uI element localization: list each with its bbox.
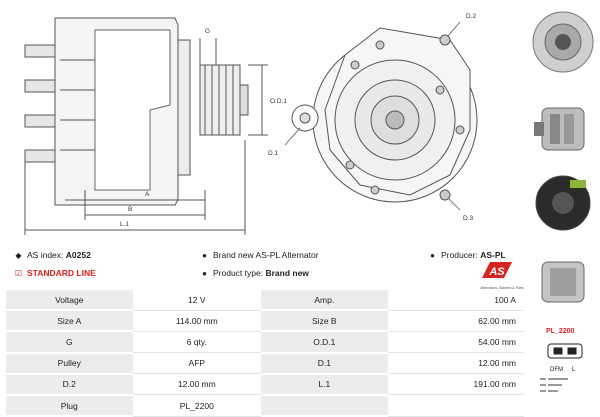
product-type-label: Product type:	[213, 268, 264, 278]
spec-value: 191.00 mm	[387, 373, 524, 396]
spec-label: Size A	[6, 310, 133, 333]
technical-drawing: D.2 D.1 D.3 G O.D.1 A B L.1	[24, 13, 478, 235]
plug-code: PL_2200	[546, 328, 575, 335]
plug-legend-placeholder	[540, 378, 568, 392]
info-icon: ●	[202, 269, 207, 278]
standard-line: ☑ STANDARD LINE	[14, 268, 96, 278]
standard-line-text: STANDARD LINE	[27, 268, 96, 278]
spec-value: PL_2200	[132, 394, 262, 417]
d1-label: D.1	[268, 150, 279, 157]
product-type: ● Product type: Brand new	[200, 268, 309, 278]
spec-value: AFP	[132, 352, 262, 375]
producer-label: Producer:	[441, 250, 478, 260]
info-icon: ●	[202, 251, 207, 260]
as-logo-mark: AS	[482, 262, 512, 278]
spec-value: 12.00 mm	[132, 373, 262, 396]
b-label: B	[128, 206, 132, 213]
plug-pin-dfm: DFM	[550, 367, 563, 373]
spec-value: 114.00 mm	[132, 310, 262, 332]
brand-new-text: Brand new AS-PL Alternator	[213, 250, 319, 260]
a-label: A	[145, 191, 150, 198]
spec-label: Plug	[6, 394, 133, 417]
spec-label: Amp.	[261, 290, 388, 312]
as-logo: AS Alternators, Starters & Parts	[476, 262, 528, 290]
tag-icon: ◆	[15, 251, 22, 260]
spec-value: 54.00 mm	[387, 331, 524, 354]
product-photo-side	[534, 107, 585, 151]
checkbox-icon: ☑	[14, 269, 23, 278]
spec-label	[261, 394, 388, 417]
product-photo-top	[541, 261, 585, 303]
plug-diagram	[547, 343, 583, 359]
as-index-value: A0252	[65, 250, 91, 260]
d3-label: D.3	[463, 215, 474, 222]
g-label: G	[205, 28, 210, 35]
plug-pin-l: L	[572, 367, 576, 373]
spec-label: Pulley	[6, 352, 133, 375]
product-photo-column: PL_2200 DFM L	[532, 11, 594, 392]
product-type-value: Brand new	[265, 268, 309, 278]
spec-label: O.D.1	[261, 331, 388, 354]
brand-new-line: ● Brand new AS-PL Alternator	[200, 250, 319, 260]
as-logo-text: AS	[488, 266, 505, 278]
l1-label: L.1	[120, 221, 129, 228]
spec-label: G	[6, 331, 133, 354]
spec-label: Voltage	[6, 290, 133, 312]
product-photo-front	[532, 11, 594, 73]
spec-value: 6 qty.	[132, 331, 262, 354]
spec-value: 12 V	[132, 290, 262, 311]
as-logo-tagline: Alternators, Starters & Parts	[480, 286, 524, 290]
spec-label: Size B	[261, 310, 388, 333]
producer-value: AS-PL	[480, 250, 506, 260]
d2-label: D.2	[466, 13, 477, 20]
as-index: ◆ AS index: A0252	[14, 250, 91, 260]
spec-value: 62.00 mm	[387, 310, 524, 332]
spec-value: 100 A	[387, 290, 524, 311]
producer: ● Producer: AS-PL	[428, 250, 506, 260]
spec-label: D.2	[6, 373, 133, 396]
as-index-label: AS index:	[27, 250, 64, 260]
spec-value	[387, 394, 524, 417]
spec-label: L.1	[261, 373, 388, 396]
od1-label: O.D.1	[270, 98, 287, 105]
spec-value: 12.00 mm	[387, 352, 524, 375]
spec-label: D.1	[261, 352, 388, 375]
product-photo-rear	[535, 175, 591, 231]
info-icon: ●	[430, 251, 435, 260]
